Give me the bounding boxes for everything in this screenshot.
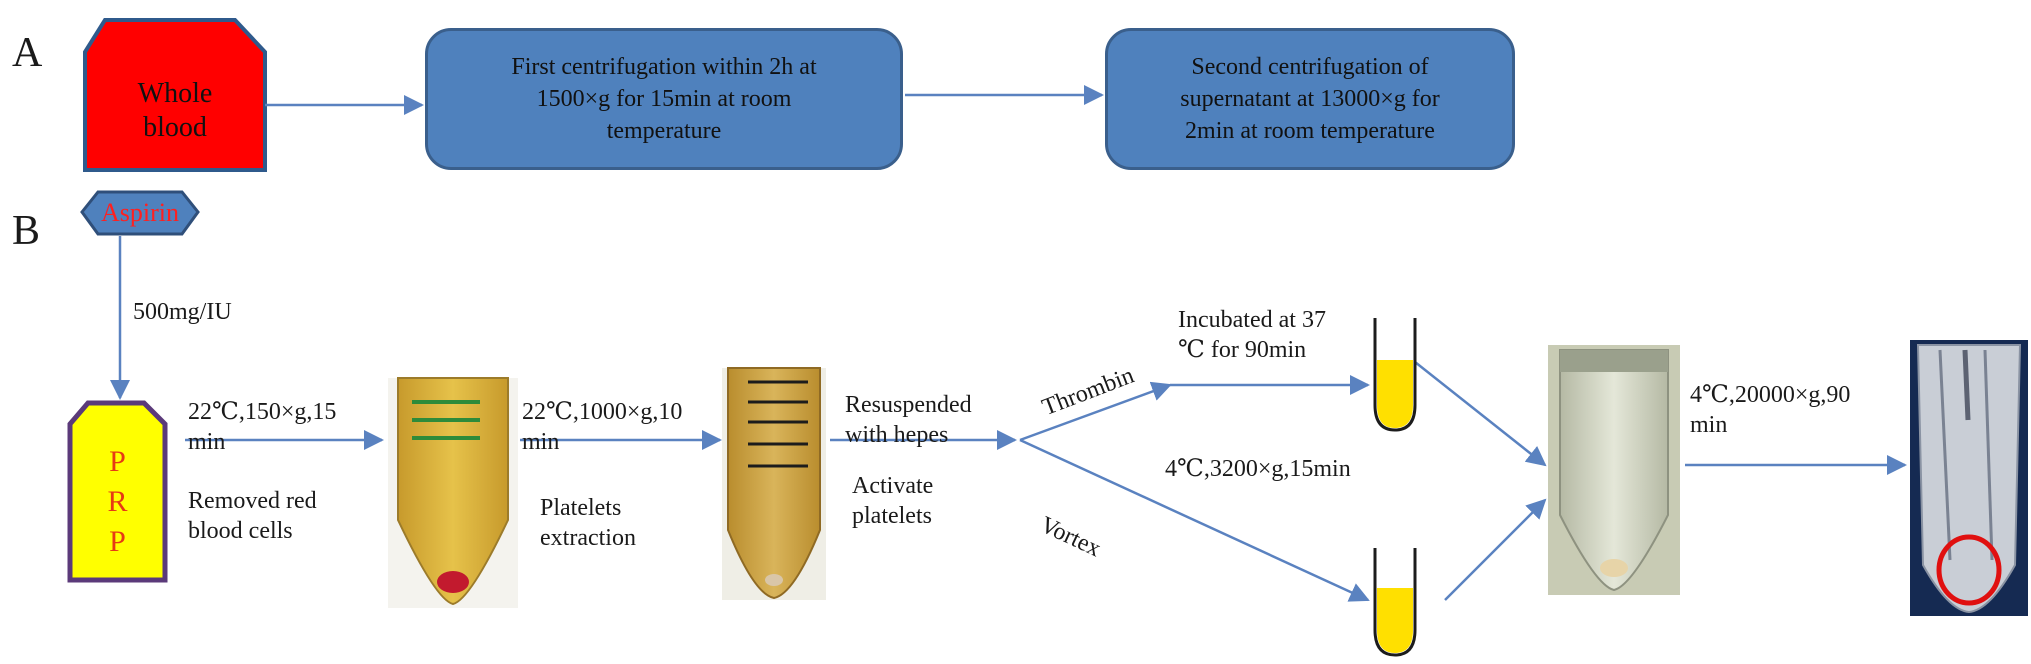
step1-line-2: 1500×g for 15min at room [536,86,792,112]
prp-letter-r: R [107,485,128,518]
activate-line-2: platelets [852,503,932,529]
prp-letter-p: P [109,445,126,478]
step-second-centrifugation: Second centrifugation of supernatant at … [1105,28,1515,170]
spin2-line-1: 22℃,1000×g,10 [522,399,683,425]
tube-photo-pellet [1548,345,1680,595]
arrow-branch-vortex [1019,438,1370,602]
resuspend-line-1: Resuspended [845,392,972,418]
step-first-centrifugation: First centrifugation within 2h at 1500×g… [425,28,903,170]
test-tube-thrombin [1373,318,1417,432]
spin1-note: Removed red blood cells [188,486,317,546]
spin4-line-2: min [1690,412,1728,438]
activate-line-1: Activate [852,473,934,499]
step1-line-1: First centrifugation within 2h at [511,54,817,80]
tube-photo-final [1910,340,2028,616]
whole-blood-line-2: blood [143,112,207,143]
pellet-highlight-circle [1936,534,2002,606]
prp-letter-p2: P [109,525,126,558]
arrow-vortex-tube-to-pellet [1444,498,1547,601]
spin1-condition: 22℃,150×g,15 min [188,397,336,457]
test-tube-vortex [1373,548,1417,657]
tube-photo-graduated [722,367,826,600]
panel-label-a: A [12,30,43,76]
step1-line-3: temperature [606,118,722,144]
dose-label: 500mg/IU [133,299,232,325]
prp-octagon [67,400,168,583]
aspirin-label: Aspirin [101,198,179,227]
spin1-note-line-1: Removed red [188,488,317,514]
whole-blood-label: Whole blood [85,52,265,170]
spin2-note: Platelets extraction [540,493,636,553]
incubation-label: Incubated at 37 ℃ for 90min [1178,305,1326,365]
spin4-condition: 4℃,20000×g,90 min [1690,380,1850,440]
incubation-line-2: ℃ for 90min [1178,337,1307,363]
prp-label: P R P [70,424,165,580]
activate-label: Activate platelets [852,471,933,531]
arrow-branch-thrombin [1019,381,1172,442]
step2-line-1: Second centrifugation of [1191,54,1429,80]
whole-blood-octagon [83,18,267,172]
spin4-line-1: 4℃,20000×g,90 [1690,382,1851,408]
tube-photo-plasma [388,377,518,608]
spin3-condition: 4℃,3200×g,15min [1165,456,1351,482]
spin1-line-1: 22℃,150×g,15 [188,399,337,425]
resuspend-label: Resuspended with hepes [845,390,972,450]
incubation-line-1: Incubated at 37 [1178,307,1326,333]
spin2-condition: 22℃,1000×g,10 min [522,397,682,457]
step2-line-2: supernatant at 13000×g for [1180,86,1440,112]
spin2-note-line-2: extraction [540,525,636,551]
aspirin-hexagon [80,190,200,236]
panel-label-b: B [12,208,41,254]
resuspend-line-2: with hepes [845,422,949,448]
whole-blood-line-1: Whole [137,78,213,109]
spin2-line-2: min [522,429,560,455]
spin2-note-line-1: Platelets [540,495,622,521]
step2-line-3: 2min at room temperature [1185,118,1435,144]
arrow-thrombin-tube-to-pellet [1414,361,1547,467]
spin1-note-line-2: blood cells [188,518,293,544]
spin1-line-2: min [188,429,226,455]
